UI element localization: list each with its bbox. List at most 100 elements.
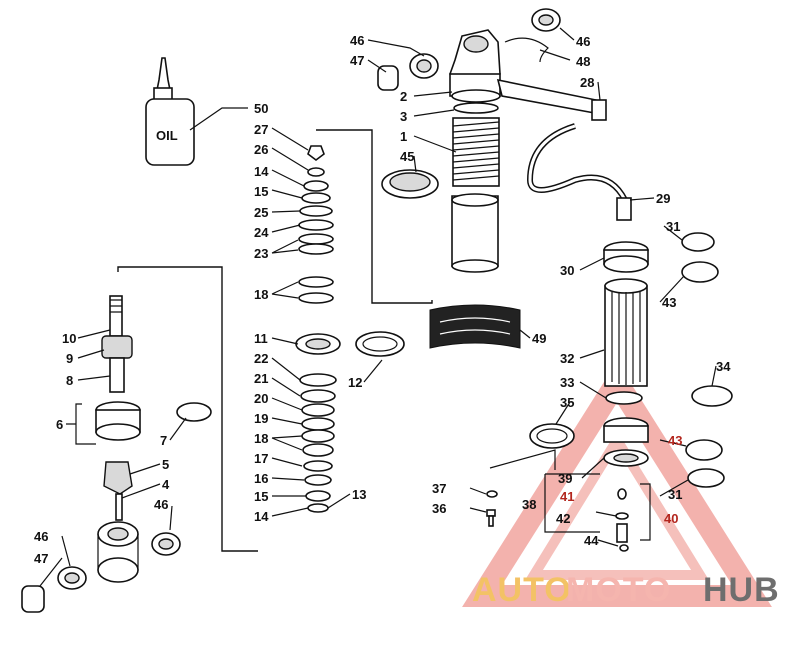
callout-48: 48 — [576, 54, 590, 69]
callout-14-lower: 14 — [254, 509, 269, 524]
watermark-auto: AUTO — [472, 571, 572, 609]
callout-42: 42 — [556, 511, 570, 526]
oring-43-lower — [685, 439, 723, 461]
callout-50: 50 — [254, 101, 268, 116]
snap-ring-2 — [451, 89, 501, 103]
spring-adjuster-ring — [381, 169, 439, 199]
callout-11: 11 — [254, 331, 268, 346]
callout-47-lower: 47 — [34, 551, 48, 566]
stud-4 — [115, 493, 123, 521]
callout-47-top: 47 — [350, 53, 364, 68]
bushing-46-lower-left — [57, 566, 87, 590]
callout-14-upper: 14 — [254, 164, 269, 179]
callout-19: 19 — [254, 411, 268, 426]
callout-37: 37 — [432, 481, 446, 496]
clip-48 — [504, 37, 549, 63]
shock-top-eye — [449, 29, 501, 97]
oring-31-lower — [687, 468, 725, 488]
callout-31-top: 31 — [666, 219, 680, 234]
callout-8: 8 — [66, 373, 73, 388]
callout-44: 44 — [584, 533, 599, 548]
hose-fitting-29 — [616, 197, 632, 221]
bushing-46-top — [409, 53, 439, 79]
watermark-triangle — [462, 361, 772, 607]
oil-label: OIL — [156, 128, 178, 143]
piston-band-12 — [355, 331, 405, 357]
callout-34: 34 — [716, 359, 731, 374]
callout-39: 39 — [558, 471, 572, 486]
callout-26: 26 — [254, 142, 268, 157]
oring-43-top — [681, 261, 719, 283]
shim-stack-upper — [298, 145, 334, 304]
band-35 — [529, 423, 575, 449]
shim-stack-lower — [299, 373, 337, 513]
bumper-5 — [103, 461, 133, 495]
oil-bottle: OIL — [145, 57, 195, 166]
valve-40 — [616, 523, 628, 543]
callout-1: 1 — [400, 129, 407, 144]
callout-49: 49 — [532, 331, 546, 346]
bushing-46-lower-right — [151, 532, 181, 556]
callout-24: 24 — [254, 225, 269, 240]
nut-27 — [307, 145, 325, 161]
screw-36 — [486, 509, 496, 527]
callout-18-lower: 18 — [254, 431, 268, 446]
spring-coil — [452, 117, 500, 187]
callout-9: 9 — [66, 351, 73, 366]
callout-22: 22 — [254, 351, 268, 366]
damper-shaft-10 — [109, 295, 123, 337]
callout-15-lower: 15 — [254, 489, 268, 504]
watermark-logo: AUTO MOTO HUB — [462, 361, 780, 609]
bearing-cap-6 — [95, 401, 141, 441]
seal-head-9 — [101, 335, 133, 359]
washer-42 — [615, 512, 629, 520]
watermark-moto: MOTO — [566, 571, 671, 609]
callout-29: 29 — [656, 191, 670, 206]
callout-2: 2 — [400, 89, 407, 104]
callout-25: 25 — [254, 205, 268, 220]
callout-20: 20 — [254, 391, 268, 406]
bracket-40-41 — [640, 483, 651, 541]
callout-40: 40 — [664, 511, 678, 526]
shaft-8 — [109, 357, 125, 393]
oring-34 — [691, 385, 733, 407]
callout-46-top: 46 — [350, 33, 364, 48]
callout-32: 32 — [560, 351, 574, 366]
callout-16: 16 — [254, 471, 268, 486]
sleeve-47-top — [377, 65, 399, 91]
reservoir-piston-39 — [603, 417, 649, 467]
callout-21: 21 — [254, 371, 268, 386]
callout-31-lower: 31 — [668, 487, 682, 502]
callout-27: 27 — [254, 122, 268, 137]
watermark-inner-triangle — [525, 430, 709, 580]
piston-33 — [605, 391, 643, 405]
reservoir-body-32 — [604, 278, 648, 387]
decal-49 — [429, 304, 521, 349]
callout-41: 41 — [560, 489, 574, 504]
callout-4: 4 — [162, 477, 170, 492]
washer-37 — [486, 490, 498, 498]
bushing-46-right — [531, 8, 561, 32]
callout-46-right: 46 — [576, 34, 590, 49]
callout-28: 28 — [580, 75, 594, 90]
callout-43-lower: 43 — [668, 433, 682, 448]
callout-6: 6 — [56, 417, 63, 432]
callout-18-upper: 18 — [254, 287, 268, 302]
left-group-frame — [117, 266, 258, 552]
callout-45: 45 — [400, 149, 414, 164]
callout-labels: 46 47 46 48 2 3 28 1 45 50 27 26 14 15 2… — [34, 33, 731, 566]
callout-30: 30 — [560, 263, 574, 278]
bracket-37-line — [489, 449, 556, 470]
callout-7: 7 — [160, 433, 167, 448]
callout-12: 12 — [348, 375, 362, 390]
callout-23: 23 — [254, 246, 268, 261]
leader-lines — [39, 27, 717, 587]
watermark-hub: HUB — [703, 571, 780, 609]
bracket-38 — [544, 473, 600, 533]
oring-7 — [176, 402, 212, 422]
shock-body-lower — [451, 193, 499, 273]
sleeve-47-lower — [21, 585, 45, 613]
callout-17: 17 — [254, 451, 268, 466]
cap-44 — [619, 544, 629, 552]
